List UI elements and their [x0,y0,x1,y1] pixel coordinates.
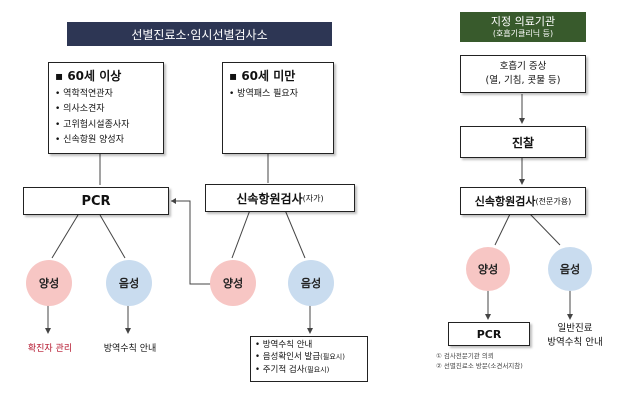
over60-title: ▪ 60세 이상 [55,69,122,83]
pcr-positive-circle: 양성 [26,260,72,306]
right-pcr-box: PCR [448,322,530,346]
under60-title: ▪ 60세 미만 [229,69,296,83]
screening-clinic-header: 선별진료소·임시선별검사소 [67,22,332,46]
symptoms-line2: (열, 기침, 콧물 등) [485,75,561,86]
consultation-label: 진찰 [511,135,535,150]
rapid-antigen-pro-box: 신속항원검사(전문가용) [460,187,586,215]
pcr-positive-label: 양성 [38,277,60,290]
right-pcr-label: PCR [476,327,502,341]
over60-item: 신속항원 양성자 [55,133,157,148]
rat-negative-result-item: 주기적 검사(필요시) [255,364,363,376]
over60-criteria-box: ▪ 60세 이상 역학적연관자 의사소견자 고위험시설종사자 신속항원 양성자 [48,62,164,154]
screening-clinic-header-label: 선별진료소·임시선별검사소 [131,27,268,42]
footnotes: ① 검사전문기관 의뢰 ② 선별진료소 방문(소견서지참) [436,352,556,372]
pcr-negative-circle: 음성 [106,260,152,306]
under60-criteria-box: ▪ 60세 미만 방역패스 필요자 [222,62,334,154]
designated-clinic-title: 지정 의료기관 [490,15,556,29]
symptoms-box: 호흡기 증상 (열, 기침, 콧물 등) [460,55,586,93]
footnote-item: ① 검사전문기관 의뢰 [436,352,494,360]
rapid-antigen-self-suffix: (자가) [302,193,324,203]
pcr-test-box: PCR [23,187,169,215]
under60-list: 방역패스 필요자 [229,87,327,102]
general-care-line1: 일반진료 [557,323,593,334]
rapid-antigen-pro-label: 신속항원검사 [474,195,536,208]
over60-list: 역학적연관자 의사소견자 고위험시설종사자 신속항원 양성자 [55,87,157,148]
pro-negative-label: 음성 [559,263,581,276]
designated-clinic-header: 지정 의료기관 (호흡기클리닉 등) [460,12,586,42]
rapid-antigen-self-box: 신속항원검사(자가) [205,184,355,212]
pcr-negative-result: 방역수칙 안내 [88,341,172,354]
general-care-line2: 방역수칙 안내 [547,337,603,349]
general-care-result: 일반진료 방역수칙 안내 [530,322,620,351]
rat-positive-circle: 양성 [210,260,256,306]
pcr-negative-label: 음성 [118,277,140,290]
footnote-item: ② 선별진료소 방문(소견서지참) [436,361,523,370]
consultation-box: 진찰 [460,126,586,158]
over60-item: 역학적연관자 [55,87,157,102]
over60-item: 고위험시설종사자 [55,118,157,133]
rat-negative-label: 음성 [300,277,322,290]
rat-negative-result-item: 음성확인서 발급(필요시) [255,351,363,363]
confirmed-case-result: 확진자 관리 [8,341,92,354]
rapid-antigen-self-label: 신속항원검사 [236,191,303,206]
pro-positive-label: 양성 [477,263,499,276]
rat-negative-result-box: 방역수칙 안내 음성확인서 발급(필요시) 주기적 검사(필요시) [250,336,368,382]
rat-negative-result-list: 방역수칙 안내 음성확인서 발급(필요시) 주기적 검사(필요시) [255,339,363,376]
symptoms-line1: 호흡기 증상 [499,60,547,72]
rapid-antigen-pro-suffix: (전문가용) [535,196,572,206]
pcr-negative-result-label: 방역수칙 안내 [103,344,157,354]
confirmed-case-label: 확진자 관리 [27,344,73,354]
rat-positive-label: 양성 [222,277,244,290]
pro-positive-circle: 양성 [466,247,510,291]
pro-negative-circle: 음성 [548,247,592,291]
designated-clinic-subtitle: (호흡기클리닉 등) [492,28,554,38]
under60-item: 방역패스 필요자 [229,87,327,102]
pcr-test-label: PCR [81,193,111,209]
over60-item: 의사소견자 [55,102,157,117]
rat-negative-result-item: 방역수칙 안내 [255,339,363,351]
rat-negative-circle: 음성 [288,260,334,306]
